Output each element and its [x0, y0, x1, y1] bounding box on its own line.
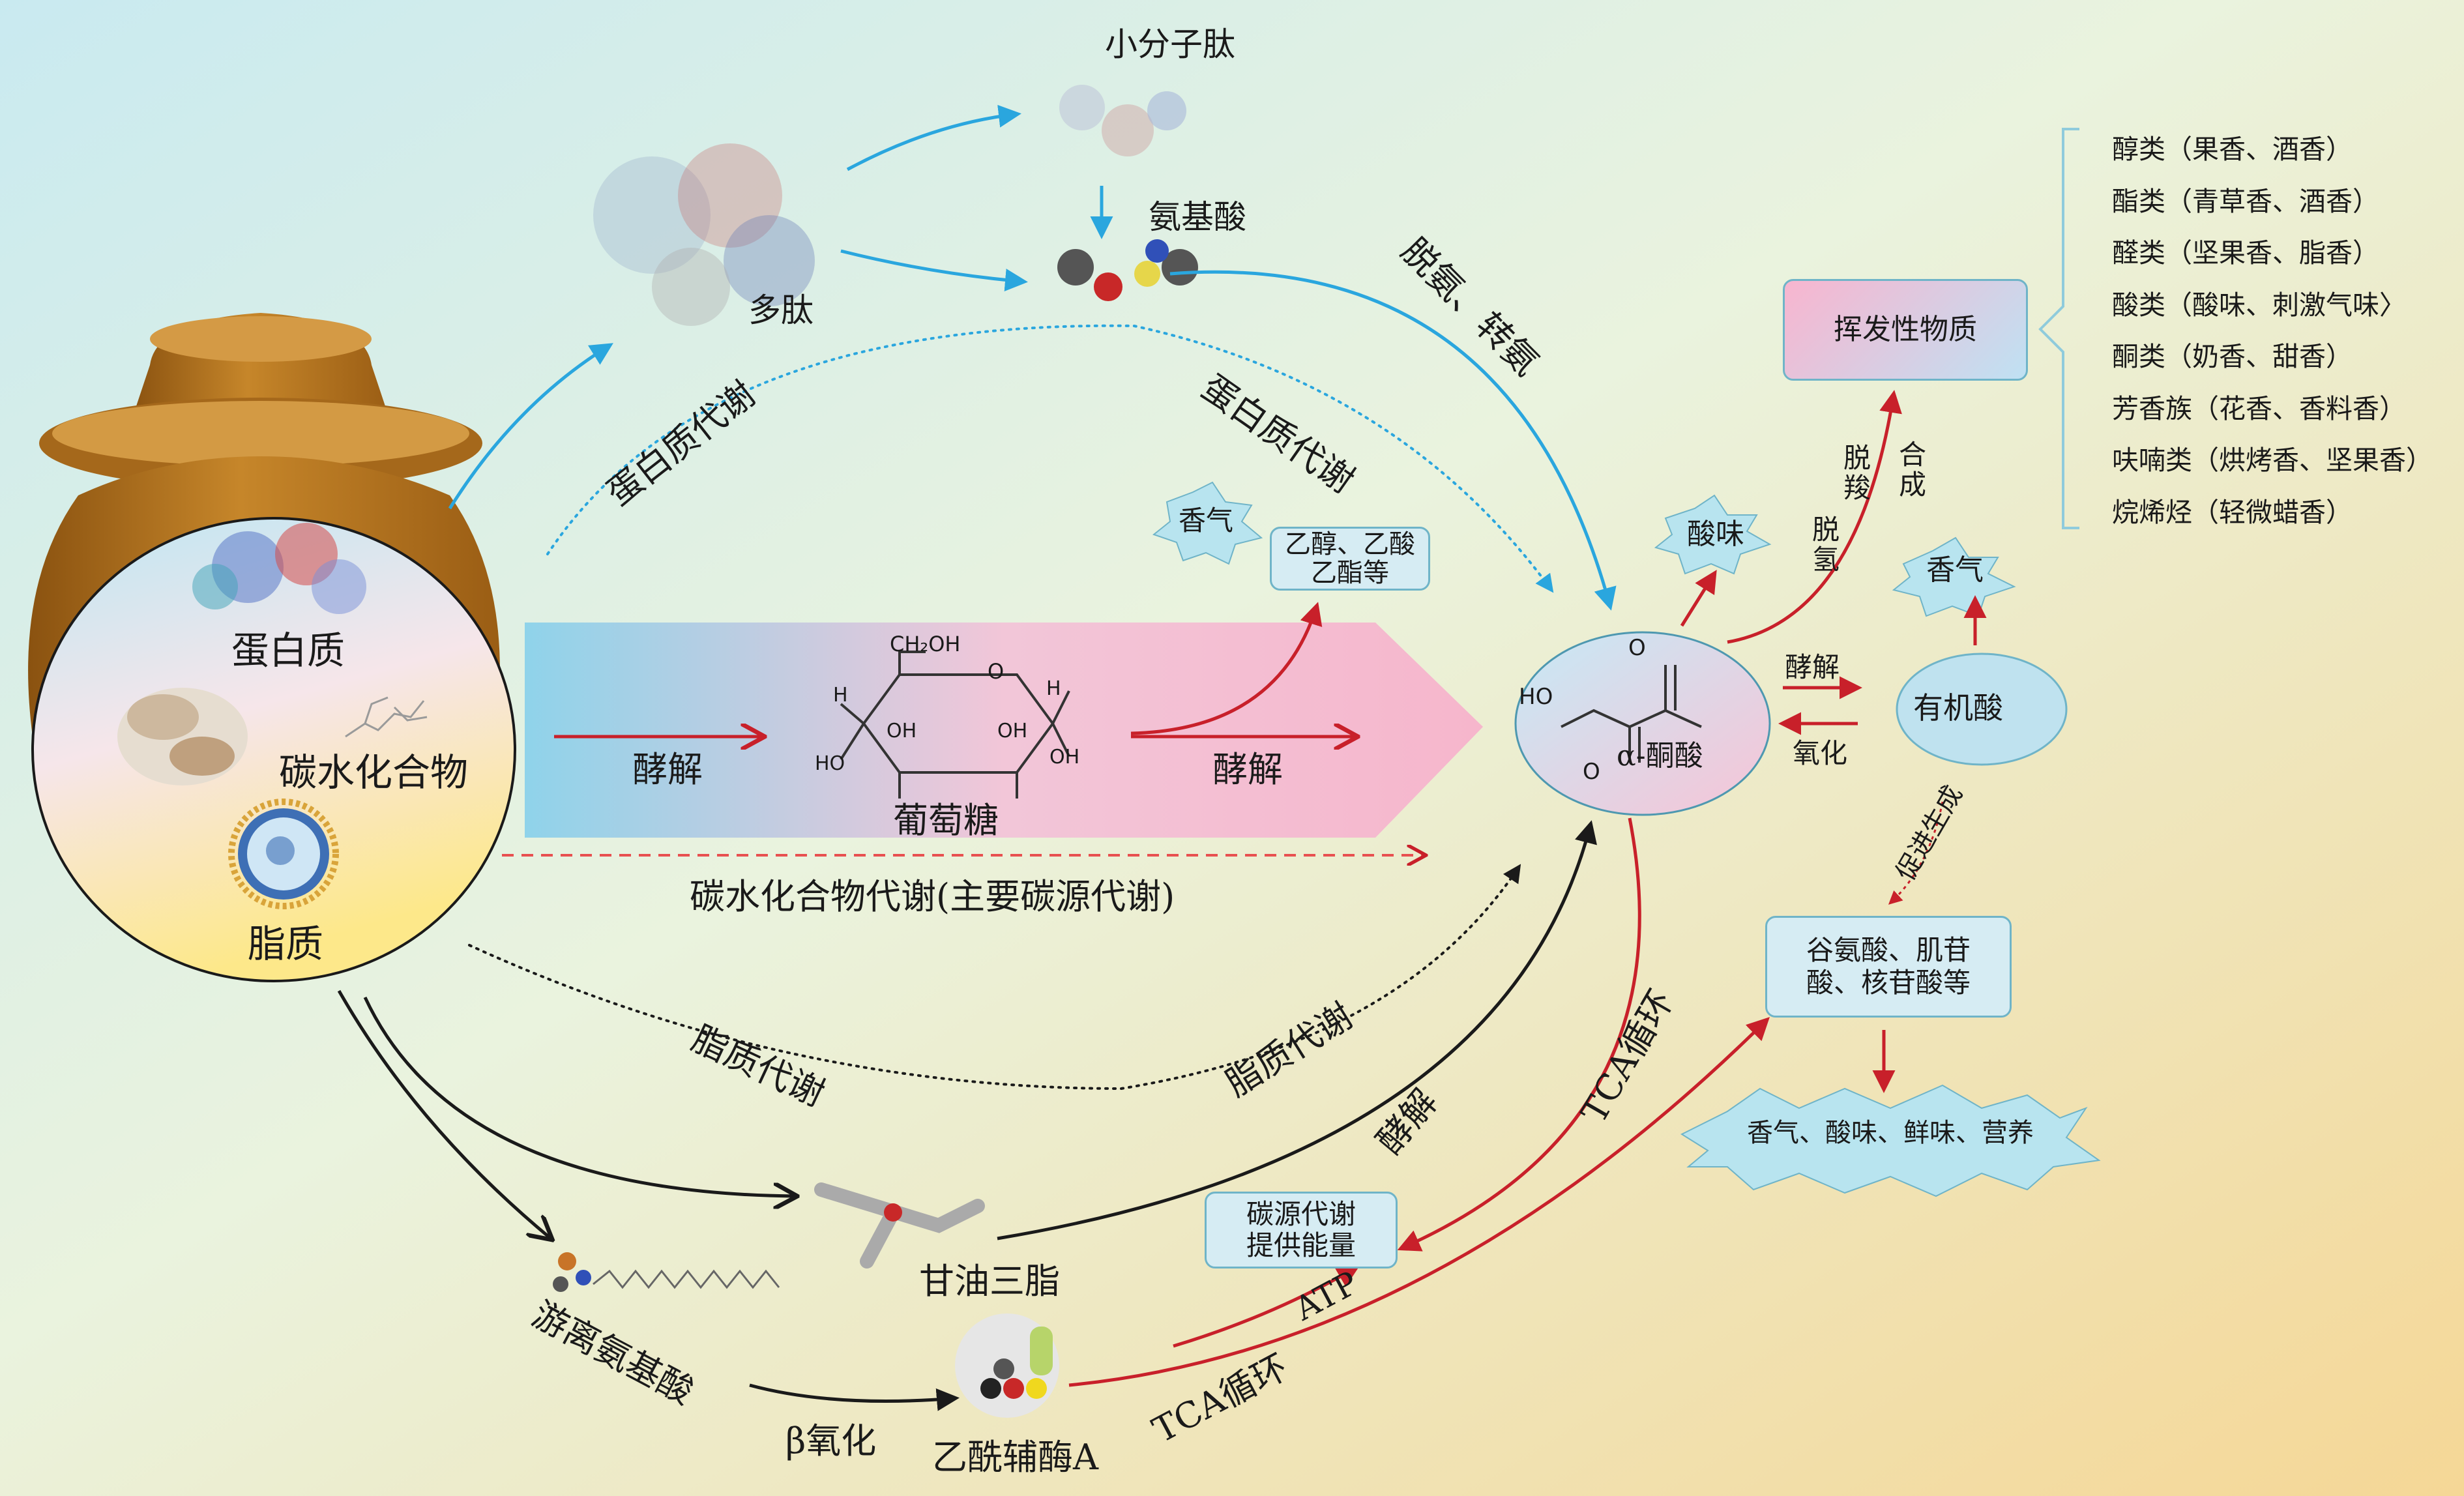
acetyl-coa-icon	[955, 1313, 1059, 1418]
arrow-glucose-to-ethanol	[1130, 602, 1323, 735]
glucose-structure	[840, 651, 1070, 799]
arrow-lipid-metab-dotted	[468, 864, 1521, 1091]
organic-acid-label: 有机酸	[1913, 690, 2003, 726]
carbohydrate-label: 碳水化合物	[279, 750, 469, 795]
glycolysis-band	[525, 623, 1483, 838]
arrow-keto-to-sour	[1680, 570, 1717, 627]
protein-label: 蛋白质	[231, 628, 345, 673]
volatile-item: 酯类（青草香、酒香）	[2112, 185, 2379, 217]
arrow-jar-to-polypeptide	[448, 343, 613, 510]
glutamate-box: 谷氨酸、肌苷酸、核苷酸等	[1765, 916, 2012, 1018]
glucose-ring-o: O	[988, 659, 1005, 684]
polypeptide-molecule-icon	[593, 143, 815, 326]
volatile-item: 酮类（奶香、甜香）	[2112, 341, 2353, 372]
arrows	[337, 104, 1987, 1411]
glycolysis-right-label: 酵解	[1212, 749, 1283, 790]
sour-taste-label: 酸味	[1687, 518, 1744, 551]
volatile-item: 醛类（坚果香、脂香）	[2112, 237, 2379, 269]
lipid-cell-icon	[228, 799, 339, 909]
aroma-top-burst	[1152, 481, 1263, 565]
polypeptide-label: 多肽	[748, 291, 814, 329]
small-peptide-label: 小分子肽	[1105, 25, 1235, 63]
glucose-h-right: H	[1046, 677, 1061, 700]
acetyl-coa-label: 乙酰辅酶A	[932, 1437, 1098, 1478]
keto-o-top: O	[1628, 635, 1646, 661]
volatile-item: 芳香族（花香、香料香）	[2112, 392, 2406, 424]
glycolysis-left-label: 酵解	[632, 749, 703, 790]
sour-burst	[1654, 494, 1772, 575]
dehydrogenation-label: 脱氢	[1811, 514, 1840, 576]
keto-acid-structure	[1561, 665, 1702, 763]
arrow-polypeptide-to-amino	[840, 249, 1028, 292]
ethanol-box: 乙醇、乙酸乙酯等	[1270, 527, 1430, 591]
arrow-acetyl-atp	[1173, 1265, 1360, 1348]
keto-ho: HO	[1519, 684, 1553, 710]
glucose-label: 葡萄糖	[893, 800, 999, 841]
carb-metab-label: 碳水化合物代谢(主要碳源代谢)	[690, 876, 1175, 917]
aroma-top-label: 香气	[1179, 505, 1234, 536]
lipid-label: 脂质	[248, 922, 324, 966]
flavor-burst	[1680, 1084, 2101, 1197]
glucose-oh-right: OH	[1049, 746, 1080, 769]
flavor-burst-label: 香气、酸味、鲜味、营养	[1747, 1118, 2034, 1148]
amino-acid-molecule-icon	[1057, 239, 1198, 301]
amino-acid-label: 氨基酸	[1149, 198, 1246, 236]
glucose-oh-bottom: OH	[997, 720, 1028, 742]
volatile-compound-list: 醇类（果香、酒香） 酯类（青草香、酒香） 醛类（坚果香、脂香） 酸类（酸味、刺激…	[2112, 124, 2433, 538]
protein-molecule-icon	[192, 523, 366, 614]
glycolysis-acid-label: 酵解	[1785, 651, 1840, 683]
volatile-item: 酸类（酸味、刺激气味〉	[2112, 289, 2406, 321]
triglyceride-label: 甘油三脂	[919, 1261, 1060, 1302]
arrow-jar-to-free-amino	[337, 990, 551, 1239]
arrow-triglyceride-to-keto	[997, 820, 1597, 1240]
keto-o-bottom: O	[1583, 759, 1600, 785]
ingredients-circle	[31, 517, 516, 982]
arrow-keto-to-energy	[1397, 817, 1641, 1252]
synthesis-label: 合成	[1898, 439, 1926, 501]
keto-acid-node	[1514, 631, 1771, 816]
volatile-list-bracket	[2038, 128, 2079, 529]
glucose-h-left: H	[833, 684, 848, 707]
carbon-energy-box: 碳源代谢提供能量	[1205, 1192, 1398, 1269]
volatile-item: 烷烯烃（轻微蜡香）	[2112, 496, 2353, 528]
oxidation-label: 氧化	[1793, 737, 1848, 769]
arrow-polypeptide-to-peptide	[846, 104, 1021, 171]
small-peptide-molecule-icon	[1059, 85, 1186, 156]
glucose-oh-mid: OH	[887, 720, 917, 742]
glucose-ch2oh: CH₂OH	[890, 632, 961, 656]
keto-acid-label: α-酮酸	[1617, 739, 1703, 772]
arrow-jar-to-triglyceride	[363, 996, 795, 1196]
free-amino-acid-molecule-icon	[553, 1252, 780, 1292]
arrow-acetyl-to-glutamate	[1068, 1017, 1770, 1387]
glucose-ho-left: HO	[815, 752, 845, 775]
triglyceride-molecule-icon	[814, 1182, 985, 1269]
arrow-protein-metab-dotted	[546, 324, 1554, 593]
aroma-right-label: 香气	[1926, 553, 1984, 587]
arrow-amino-to-keto	[1169, 270, 1617, 611]
volatile-item: 呋喃类（烘烤香、坚果香）	[2112, 445, 2433, 476]
meat-icon	[117, 688, 248, 785]
beta-oxidation-label: β氧化	[785, 1420, 877, 1461]
organic-acid-node	[1896, 653, 2068, 766]
arrow-keto-to-volatile	[1727, 390, 1902, 644]
volatile-item: 醇类（果香、酒香）	[2112, 134, 2353, 165]
arrow-free-amino-to-acetyl	[749, 1383, 960, 1411]
carbohydrate-strand-icon	[345, 696, 428, 738]
volatile-box: 挥发性物质	[1783, 279, 2028, 381]
decarboxylation-label: 脱羧	[1843, 442, 1871, 505]
arrow-promote-generation	[1888, 801, 1944, 905]
